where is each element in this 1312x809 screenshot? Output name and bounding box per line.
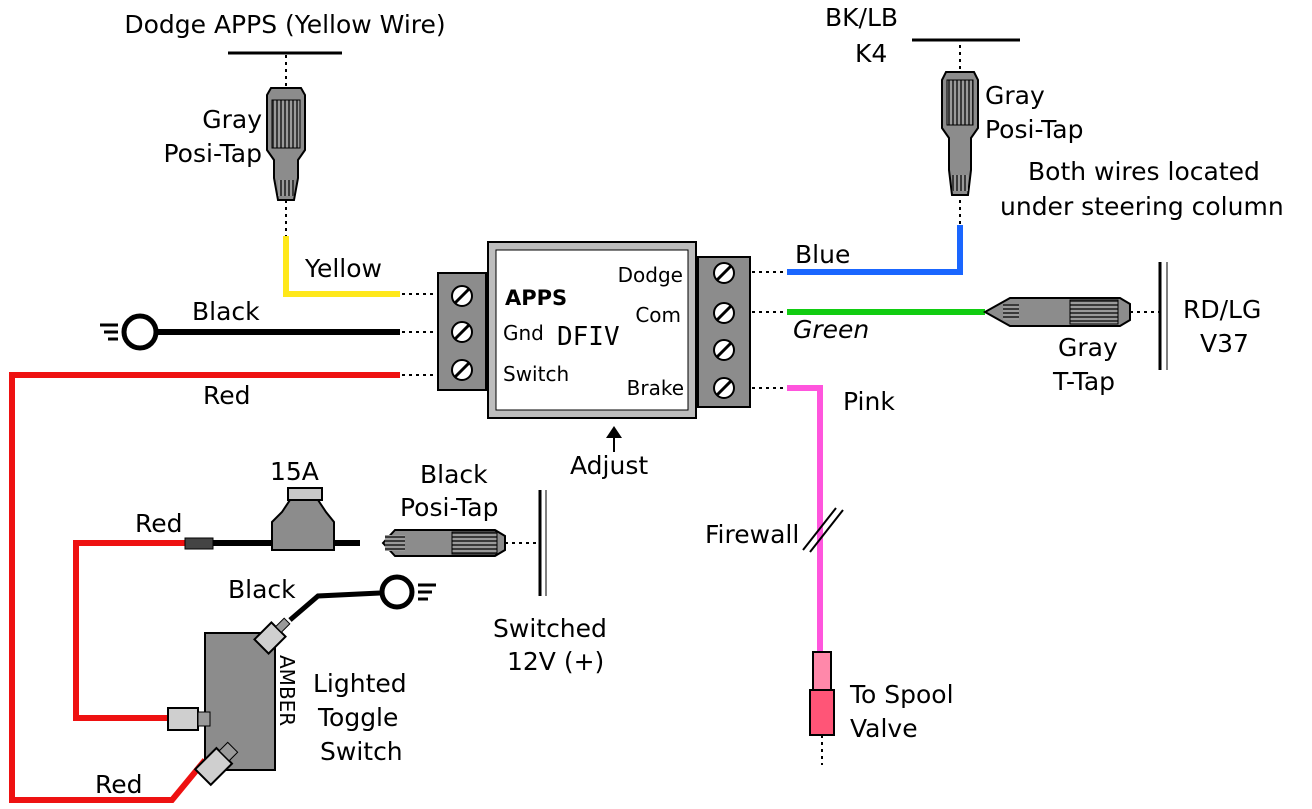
ground-ring-terminal-left <box>100 313 165 351</box>
lighted-toggle-switch <box>167 617 291 787</box>
pink-wire <box>787 385 823 655</box>
v37-label: V37 <box>1200 329 1249 358</box>
ground-ring-terminal-switch <box>288 574 436 622</box>
terminal-dodge: Dodge <box>618 263 683 287</box>
both-wires-label-1: Both wires located <box>1028 157 1260 186</box>
k4-label: K4 <box>855 39 887 68</box>
switched-label-2: 12V (+) <box>507 647 604 676</box>
ttap-label: T-Tap <box>1052 367 1115 396</box>
dfiv-module <box>487 241 697 419</box>
switch-label: Switch <box>320 737 403 766</box>
gray-label-2: Gray <box>985 81 1045 110</box>
right-terminal-block <box>697 256 751 408</box>
to-spool-label: To Spool <box>849 680 954 709</box>
terminal-switch: Switch <box>503 362 569 386</box>
both-wires-label-2: under steering column <box>1000 192 1284 221</box>
black-posi-label-1: Black <box>420 460 488 489</box>
terminal-apps: APPS <box>505 286 567 310</box>
firewall-marker <box>802 507 844 553</box>
toggle-label: Toggle <box>317 703 398 732</box>
firewall-label: Firewall <box>705 520 799 549</box>
bk-lb-label: BK/LB <box>825 3 898 32</box>
red-fuse-label: Red <box>135 509 183 538</box>
terminal-com: Com <box>635 303 681 327</box>
spool-valve-connector <box>809 651 835 736</box>
lighted-label: Lighted <box>313 669 407 698</box>
fuse-label: 15A <box>270 457 319 486</box>
gray-ttap-label: Gray <box>1058 333 1118 362</box>
posi-tap-label-2: Posi-Tap <box>985 115 1084 144</box>
terminal-gnd: Gnd <box>503 321 544 345</box>
gray-t-tap <box>982 297 1131 327</box>
green-label: Green <box>793 315 869 344</box>
module-name: DFIV <box>557 322 620 352</box>
adjust-arrow <box>606 426 622 452</box>
yellow-wire <box>283 236 400 297</box>
posi-tap-label-1: Posi-Tap <box>164 139 263 168</box>
black-posi-tap <box>381 529 506 557</box>
red-fuse-wire <box>73 540 185 721</box>
black-posi-label-2: Posi-Tap <box>400 493 499 522</box>
gray-posi-tap-apps <box>266 87 306 201</box>
black-switch-label: Black <box>228 575 296 604</box>
gray-label-1: Gray <box>202 105 262 134</box>
dodge-apps-label: Dodge APPS (Yellow Wire) <box>124 10 445 39</box>
amber-label: AMBER <box>275 655 299 726</box>
black-ground-label: Black <box>192 297 260 326</box>
blue-wire <box>787 225 963 275</box>
red-bottom-label: Red <box>95 770 143 799</box>
switched-label-1: Switched <box>493 614 607 643</box>
gray-posi-tap-bklb <box>941 71 979 196</box>
red-main-label: Red <box>203 381 251 410</box>
left-terminal-block <box>437 272 487 391</box>
fuse-15a <box>184 487 360 551</box>
pink-label: Pink <box>843 387 895 416</box>
terminal-brake: Brake <box>627 376 684 400</box>
yellow-label: Yellow <box>304 254 382 283</box>
valve-label: Valve <box>850 714 918 743</box>
blue-label: Blue <box>795 240 850 269</box>
red-switch-wire <box>9 372 400 803</box>
rd-lg-label: RD/LG <box>1183 295 1261 324</box>
adjust-label: Adjust <box>570 451 648 480</box>
